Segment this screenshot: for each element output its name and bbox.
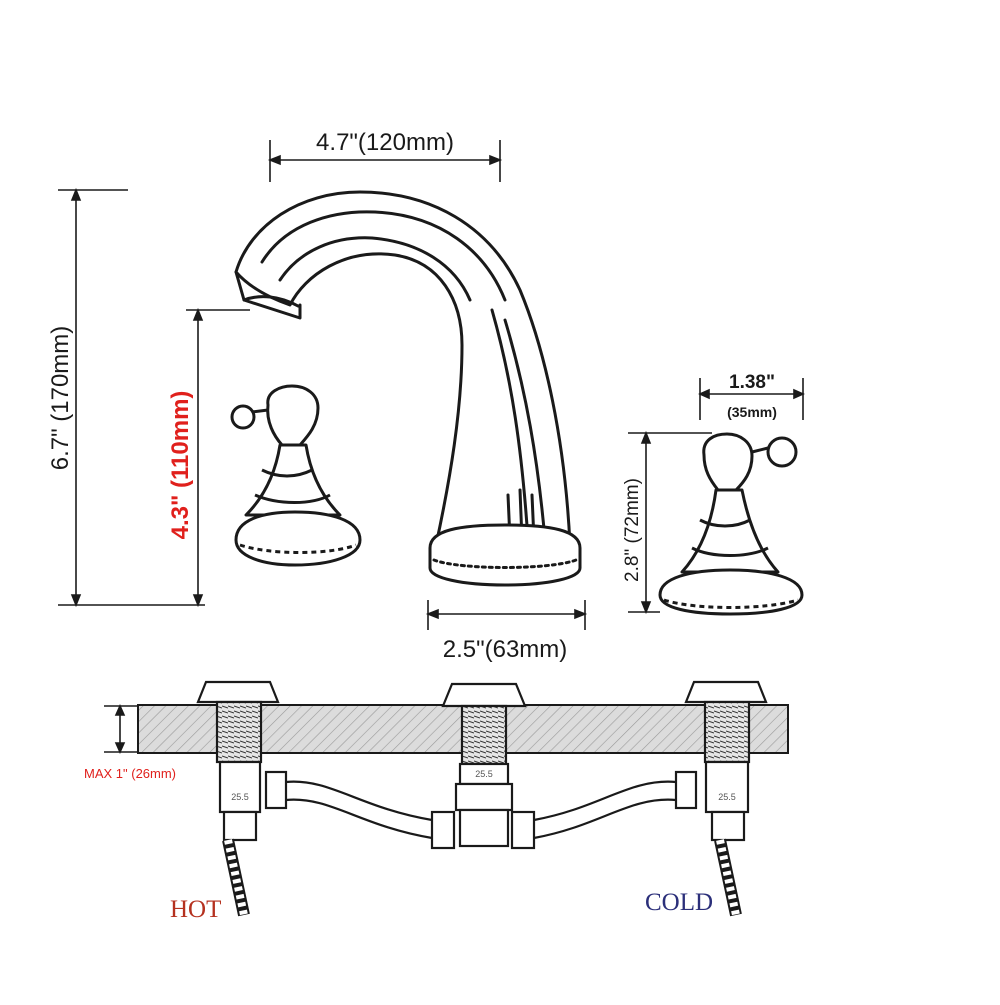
max-deck-label: MAX 1" (26mm) — [84, 766, 176, 781]
spout-height-label: 4.3" (110mm) — [167, 391, 194, 540]
valve-mark-left: 25.5 — [231, 792, 249, 802]
mounting-posts — [196, 680, 768, 848]
spout — [234, 190, 582, 587]
right-handle — [658, 432, 804, 616]
handle-width-mm-label: (35mm) — [727, 404, 777, 420]
valve-mark-right: 25.5 — [718, 792, 736, 802]
valve-mark-center: 25.5 — [475, 769, 493, 779]
handle-height-label: 2.8" (72mm) — [622, 478, 643, 582]
cold-label: COLD — [645, 889, 713, 916]
handle-width-inch-label: 1.38" — [729, 372, 775, 393]
hot-label: HOT — [170, 896, 221, 923]
total-height-label: 6.7" (170mm) — [47, 326, 74, 471]
connecting-hoses — [222, 770, 742, 917]
spout-base-label: 2.5"(63mm) — [443, 636, 568, 663]
dimension-lines — [58, 140, 805, 754]
spout-reach-label: 4.7"(120mm) — [316, 129, 454, 156]
left-handle — [230, 384, 362, 567]
